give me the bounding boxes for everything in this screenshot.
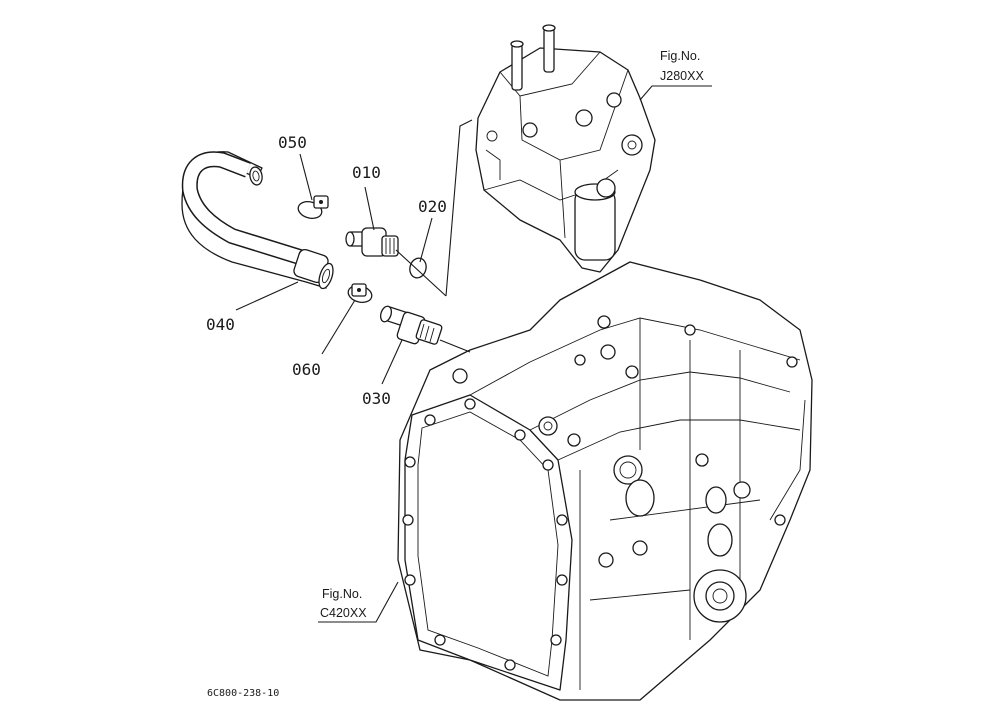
label-part-050: 050	[278, 133, 307, 152]
hose-040	[181, 151, 334, 290]
fig-ref-case-line1: Fig.No.	[322, 587, 362, 601]
label-part-030: 030	[362, 389, 391, 408]
assembly-guide-lines	[395, 119, 473, 353]
transmission-case	[397, 261, 813, 701]
fig-ref-valve-line2: J280XX	[660, 69, 704, 83]
fitting-030	[379, 305, 443, 345]
drawing-code: 6C800-238-10	[207, 688, 279, 699]
clamp-060	[347, 283, 373, 303]
control-valve-assembly	[475, 24, 656, 273]
label-part-020: 020	[418, 197, 447, 216]
leader-lines	[235, 85, 712, 623]
label-part-010: 010	[352, 163, 381, 182]
fig-ref-valve-line1: Fig.No.	[660, 49, 700, 63]
clamp-050	[297, 195, 329, 219]
label-part-040: 040	[206, 315, 235, 334]
fitting-010	[345, 227, 399, 257]
label-part-060: 060	[292, 360, 321, 379]
fig-ref-case-line2: C420XX	[320, 606, 367, 620]
